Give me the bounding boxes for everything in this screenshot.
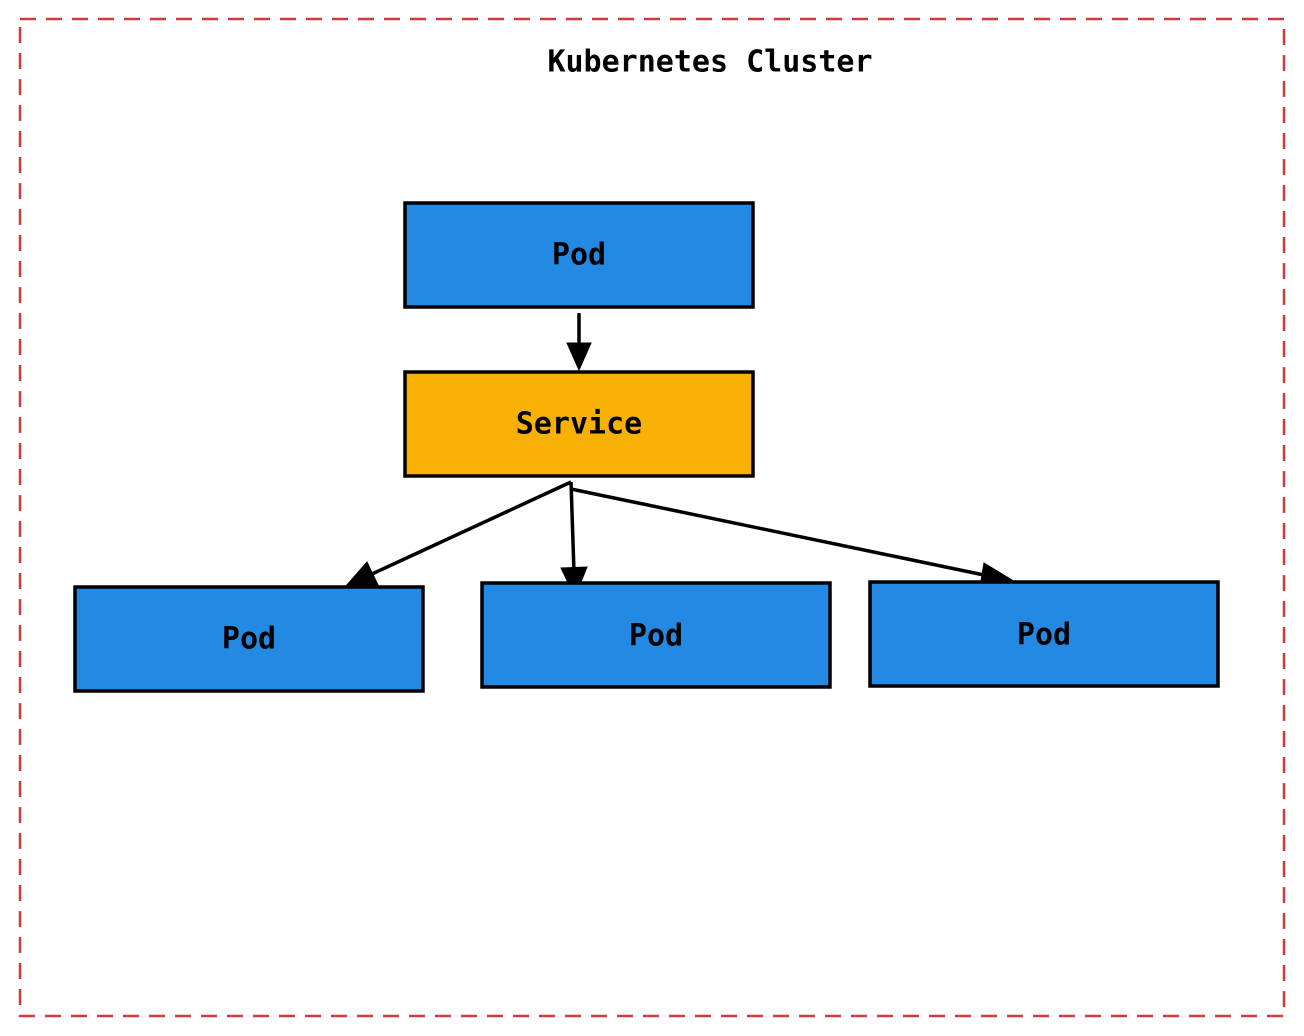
pod-node-top: Pod (403, 201, 755, 309)
edge-service-to-pod-center (569, 481, 576, 573)
cluster-boundary (18, 17, 1286, 1018)
edge-service-to-pod-right (570, 487, 985, 577)
pod-node-right: Pod (868, 580, 1220, 688)
arrowhead-service (566, 342, 592, 372)
arrowhead-pod-left (344, 561, 379, 587)
pod-label: Pod (1017, 618, 1071, 653)
service-box (403, 370, 755, 478)
cluster-title: Kubernetes Cluster (547, 45, 872, 80)
pod-label: Pod (629, 619, 683, 654)
service-label: Service (516, 407, 642, 442)
pod-box (868, 580, 1220, 688)
pod-box (73, 585, 425, 693)
pod-label: Pod (222, 622, 276, 657)
pod-box (480, 581, 832, 689)
pod-box (403, 201, 755, 309)
pod-node-center: Pod (480, 581, 832, 689)
service-node: Service (403, 370, 755, 478)
pod-node-left: Pod (73, 585, 425, 693)
pod-label: Pod (552, 238, 606, 273)
edge-service-to-pod-left (371, 480, 572, 576)
